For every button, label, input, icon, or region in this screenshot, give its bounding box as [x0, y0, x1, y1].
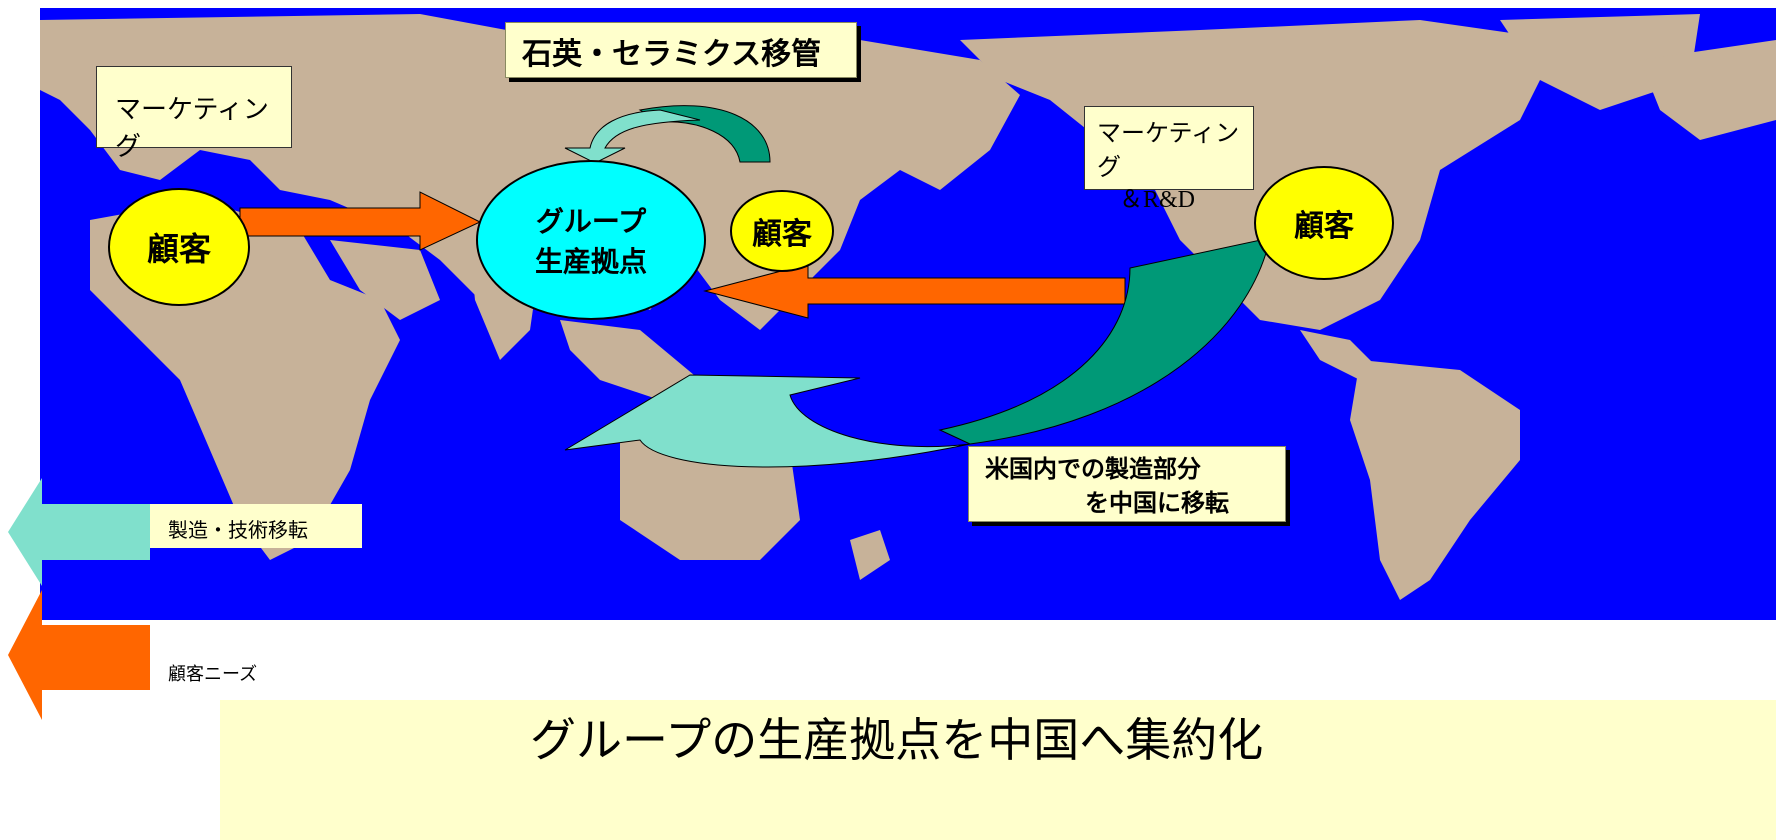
marketing-label-left: マーケティング: [96, 66, 292, 162]
group-production-base-circle: グループ 生産拠点: [476, 160, 706, 320]
legend-needs-arrow: [8, 590, 150, 720]
quartz-ceramics-label: 石英・セラミクス移管: [505, 22, 857, 78]
arabia: [330, 240, 440, 320]
greenland: [1500, 14, 1700, 110]
customer-circle-middle: 顧客: [730, 190, 834, 272]
group-line2: 生産拠点: [534, 245, 647, 278]
marketing-rd-line1: マーケティング: [1097, 119, 1240, 181]
big-transfer-arrow-light: [564, 374, 971, 468]
us-manufacturing-line1: 米国内での製造部分: [985, 455, 1201, 483]
top-transfer-arrow-light: [564, 109, 701, 164]
group-line1: グループ: [535, 205, 647, 238]
bottom-title-box: グループの生産拠点を中国へ集約化: [220, 700, 1776, 840]
needs-arrow-right: [703, 263, 1126, 319]
marketing-rd-line2: ＆R&D: [1119, 187, 1196, 214]
se-asia: [560, 320, 700, 400]
europe-right: [1640, 40, 1776, 140]
big-transfer-arrow-dark: [938, 237, 1271, 445]
legend-customer-needs-label: 顧客ニーズ: [168, 664, 258, 685]
north-america: [960, 20, 1560, 330]
customer-circle-right: 顧客: [1254, 166, 1394, 280]
customer-circle-left: 顧客: [108, 188, 250, 306]
us-manufacturing-line2: を中国に移転: [1085, 488, 1229, 517]
legend-transfer-arrow: [8, 478, 150, 586]
new-zealand: [850, 530, 890, 580]
south-america: [1350, 360, 1520, 600]
legend-tech-transfer-label: 製造・技術移転: [150, 504, 362, 548]
us-manufacturing-transfer-label: 米国内での製造部分 を中国に移転: [968, 446, 1286, 522]
needs-arrow-left: [239, 191, 482, 251]
marketing-rd-label: マーケティング ＆R&D: [1084, 106, 1254, 213]
bottom-title: グループの生産拠点を中国へ集約化: [530, 713, 1264, 767]
